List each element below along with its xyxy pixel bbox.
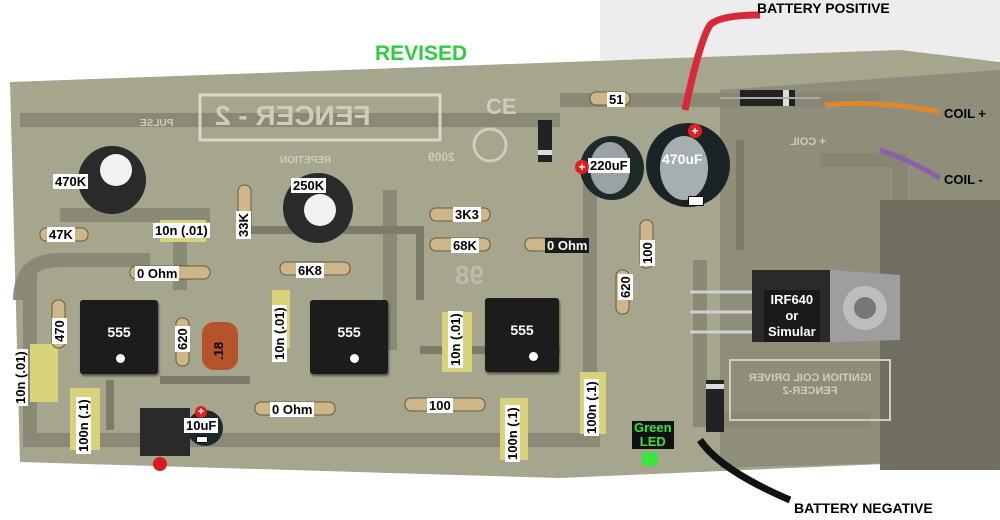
label-470: 470 bbox=[52, 318, 67, 344]
label-100-b: 100 bbox=[427, 398, 453, 413]
coil-minus-wire bbox=[879, 147, 942, 181]
silkscreen-repetion: REPETION bbox=[280, 155, 332, 166]
mosfet-line3: Simular bbox=[768, 324, 816, 339]
label-220uf: 220uF bbox=[588, 158, 630, 173]
label-10uf: 10uF bbox=[184, 418, 219, 433]
battery-positive-wire bbox=[681, 11, 761, 111]
coil-minus-label: COIL - bbox=[944, 172, 983, 187]
polarity-minus-icon bbox=[196, 436, 208, 443]
label-3k3: 3K3 bbox=[453, 207, 481, 222]
polarity-plus-icon: + bbox=[195, 406, 207, 418]
label-green-led: Green LED bbox=[632, 421, 674, 449]
label-68k: 68K bbox=[451, 238, 479, 253]
pin1-dot bbox=[529, 352, 538, 361]
label-100-a: 100 bbox=[640, 240, 655, 266]
led-line2: LED bbox=[639, 434, 666, 449]
silkscreen-ce-mark: CE bbox=[486, 94, 517, 119]
label-250k: 250K bbox=[291, 178, 327, 193]
label-mosfet: IRF640 or Simular bbox=[764, 290, 820, 342]
polarity-plus-icon: + bbox=[575, 160, 589, 174]
polarity-plus-icon: + bbox=[688, 124, 702, 138]
ic-555-3-label: 555 bbox=[510, 322, 534, 338]
pin1-dot bbox=[116, 354, 125, 363]
battery-positive-label: BATTERY POSITIVE bbox=[757, 0, 890, 16]
label-470uf: 470uF bbox=[662, 151, 703, 167]
silkscreen-board-name: FENCER - 2 bbox=[215, 100, 371, 131]
label-0ohm-a: 0 Ohm bbox=[135, 266, 180, 281]
battery-negative-label: BATTERY NEGATIVE bbox=[794, 500, 933, 516]
label-51: 51 bbox=[607, 92, 626, 107]
label-10n-c: 10n (.01) bbox=[448, 311, 463, 368]
ic-555-2-label: 555 bbox=[337, 324, 361, 340]
battery-negative-wire bbox=[697, 437, 792, 504]
coil-plus-wire bbox=[824, 101, 941, 115]
revised-title: REVISED bbox=[375, 42, 468, 65]
label-620-a: 620 bbox=[618, 274, 633, 300]
pin1-dot bbox=[350, 354, 359, 363]
silkscreen-year: 2009 bbox=[428, 150, 455, 164]
label-0ohm-b: 0 Ohm bbox=[545, 238, 590, 253]
ic-555-1-label: 555 bbox=[107, 324, 131, 340]
label-100n-b: 100n (.1) bbox=[505, 405, 520, 462]
ic-555-3: 555 bbox=[485, 298, 559, 372]
label-18: .18 bbox=[211, 341, 226, 360]
label-10n-a: 10n (.01) bbox=[153, 223, 210, 238]
label-10n-b: 10n (.01) bbox=[272, 305, 287, 362]
silkscreen-coil: + COIL bbox=[790, 136, 826, 148]
label-620-b: 620 bbox=[175, 326, 190, 352]
label-33k: 33K bbox=[236, 211, 251, 239]
label-100n-c: 100n (.1) bbox=[584, 379, 599, 436]
label-6k8: 6K8 bbox=[296, 263, 324, 278]
label-10n-d: 10n (.01) bbox=[13, 349, 28, 406]
mosfet-line1: IRF640 bbox=[770, 292, 814, 307]
ic-555-2: 555 bbox=[310, 300, 388, 374]
label-470k: 470K bbox=[53, 174, 89, 189]
silkscreen-code: 98 bbox=[455, 260, 484, 290]
polarity-minus-icon bbox=[688, 196, 704, 206]
ic-555-1: 555 bbox=[80, 300, 158, 374]
led-line1: Green bbox=[634, 420, 672, 435]
label-100n-a: 100n (.1) bbox=[76, 397, 91, 454]
green-led bbox=[642, 452, 658, 466]
label-47k: 47K bbox=[47, 227, 75, 242]
silkscreen-driver-text: IGNITION COIL DRIVER FENCER-2 bbox=[748, 372, 872, 397]
mosfet-line2: or bbox=[785, 308, 799, 323]
coil-plus-label: COIL + bbox=[944, 106, 987, 121]
silkscreen-pulse: PULSE bbox=[140, 118, 174, 129]
label-0ohm-c: 0 Ohm bbox=[270, 402, 315, 417]
